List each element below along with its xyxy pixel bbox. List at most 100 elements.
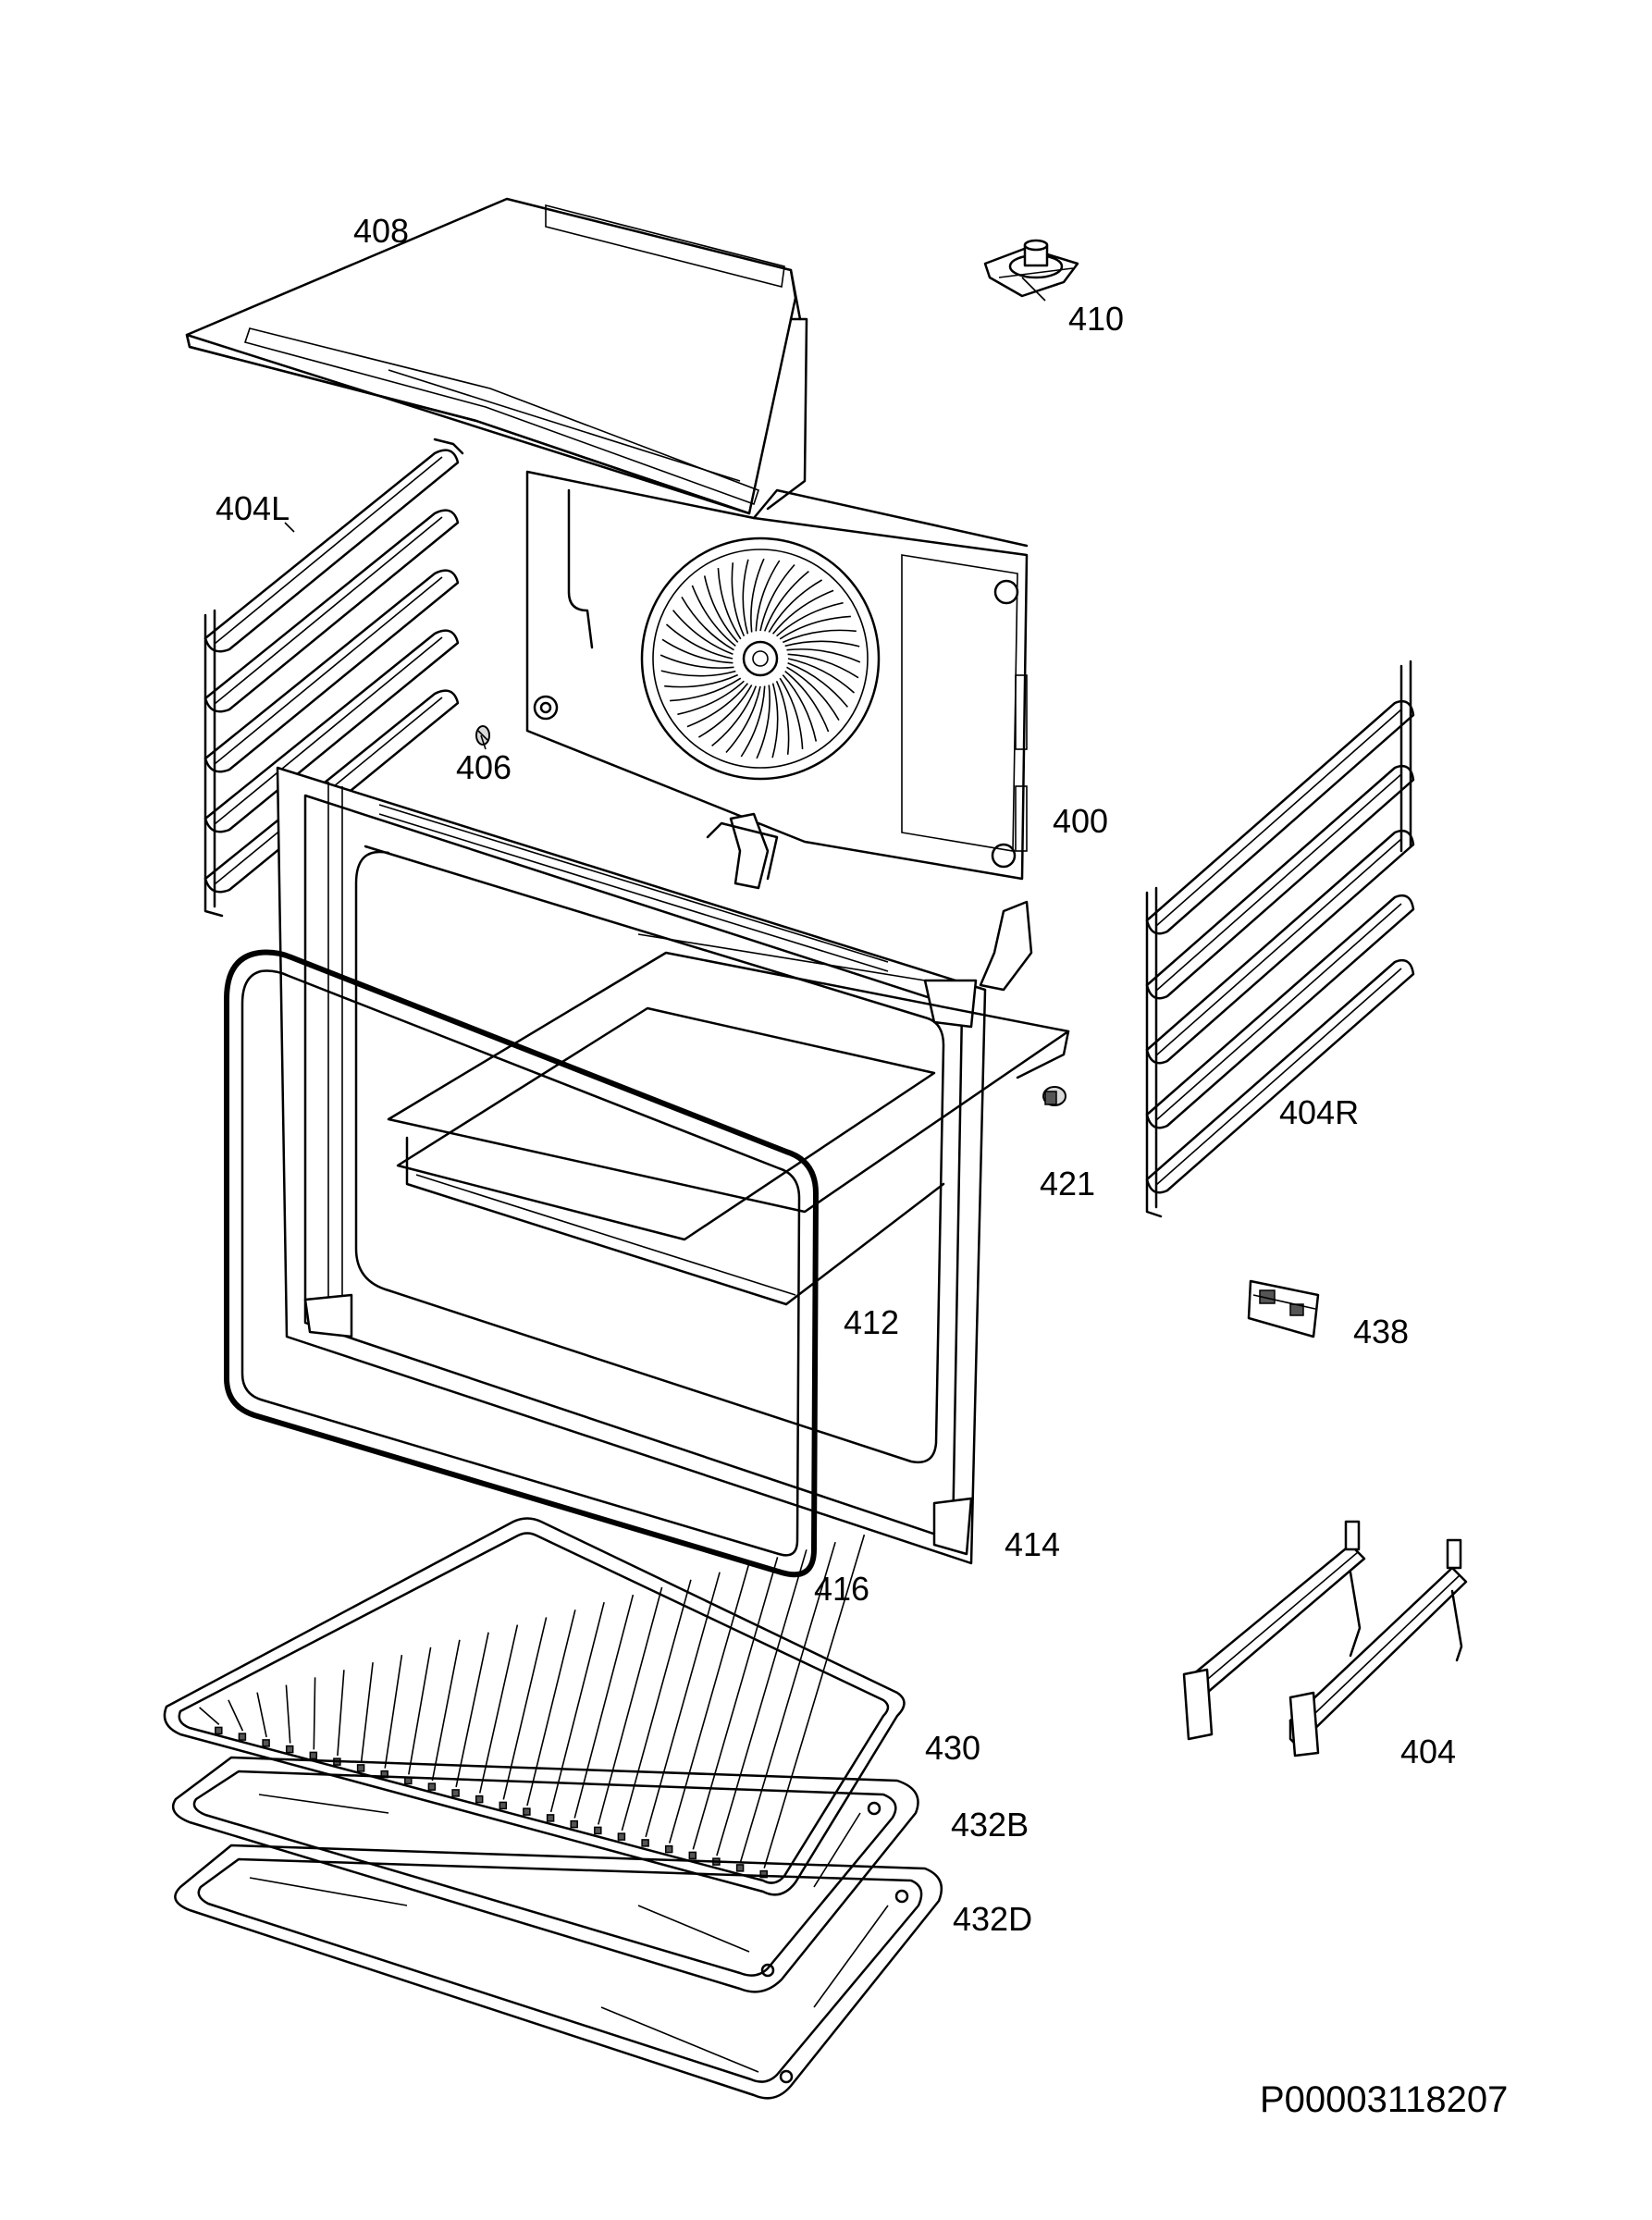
grid-bar-end <box>309 1751 318 1760</box>
label-410: 410 <box>1068 300 1125 338</box>
fan-slot <box>787 658 856 694</box>
document-code: P00003118207 <box>1260 2079 1509 2120</box>
label-432D: 432D <box>953 1900 1033 1938</box>
left-rail-rung-inner <box>214 456 443 645</box>
grid-bar <box>668 1564 750 1844</box>
grid-bar-end <box>475 1794 484 1804</box>
fan-slot <box>771 589 834 635</box>
fan-slot <box>661 638 734 664</box>
grid-bar <box>431 1639 461 1782</box>
grid-bar-end <box>546 1814 555 1822</box>
part-416-door-gasket[interactable] <box>224 949 819 1578</box>
fan-slot <box>711 685 758 747</box>
part-432D-deep-tray[interactable] <box>174 1844 943 2100</box>
fan-slot <box>776 601 844 637</box>
grid-bar <box>573 1594 635 1819</box>
fan-slot <box>787 661 849 708</box>
fan-slot <box>686 683 749 728</box>
grid-bar-end <box>759 1869 768 1879</box>
fan-slot <box>786 648 861 663</box>
right-rail-rung-inner <box>1155 709 1402 927</box>
grid-bar-end <box>617 1832 626 1841</box>
part-438-clip[interactable] <box>1247 1279 1320 1338</box>
fan-slot <box>731 562 746 637</box>
label-430: 430 <box>925 1729 981 1767</box>
grid-bar <box>360 1662 374 1762</box>
fan-slot <box>771 683 779 758</box>
grid-bar-end <box>451 1789 460 1797</box>
grid-bar <box>716 1549 808 1856</box>
fan-slot <box>664 673 739 688</box>
right-rail-rung <box>1145 958 1415 1194</box>
right-rail-rung-inner <box>1155 968 1402 1186</box>
right-rail-rung-inner <box>1155 773 1402 992</box>
grid-bar-end <box>262 1739 270 1747</box>
left-rail-rung <box>203 629 460 833</box>
fan-slot <box>691 585 736 648</box>
grid-bar <box>763 1534 866 1868</box>
right-rail-rung <box>1145 829 1415 1065</box>
label-404: 404 <box>1400 1733 1457 1770</box>
fan-slot <box>670 677 742 702</box>
right-rail-rung-inner <box>1155 903 1402 1121</box>
fan-slot <box>717 568 742 640</box>
grid-bar <box>621 1579 692 1832</box>
fan-slot <box>763 570 809 632</box>
fan-slot <box>755 560 781 632</box>
fan-slot <box>779 615 851 640</box>
label-408: 408 <box>353 212 410 250</box>
label-400: 400 <box>1053 802 1109 840</box>
part-412-oven-cavity[interactable] <box>387 812 1070 1306</box>
grid-bar <box>256 1692 267 1738</box>
grid-bar-end <box>215 1726 223 1735</box>
fan-slot <box>782 629 857 644</box>
grid-bar <box>526 1610 576 1807</box>
label-438: 438 <box>1353 1313 1410 1350</box>
grid-bar <box>598 1586 663 1825</box>
grid-bar <box>692 1557 779 1850</box>
part-404L-left-rail[interactable] <box>203 438 464 918</box>
grid-bar-end <box>641 1839 649 1847</box>
part-421-knob[interactable] <box>1042 1086 1066 1106</box>
grid-bar <box>285 1684 291 1744</box>
fan-slot <box>660 670 736 677</box>
grid-bar-end <box>523 1807 531 1816</box>
fan-slot <box>784 670 830 733</box>
part-408-top-cover[interactable] <box>185 197 808 515</box>
label-404L: 404L <box>216 489 290 527</box>
grid-bar <box>645 1572 721 1838</box>
part-414-front-frame[interactable] <box>276 766 987 1565</box>
grid-bar <box>549 1602 605 1813</box>
fan-slot <box>756 684 771 759</box>
grid-bar-end <box>664 1844 673 1854</box>
part-410-fan-motor[interactable] <box>983 239 1079 298</box>
grid-bar-end <box>285 1745 294 1754</box>
grid-bar <box>199 1707 220 1726</box>
grid-bar-end <box>570 1819 578 1829</box>
grid-bar-end <box>499 1801 508 1810</box>
fan-slot <box>784 640 860 648</box>
part-430-wire-shelf[interactable] <box>163 1517 906 1896</box>
part-432B-baking-tray[interactable] <box>171 1756 919 1993</box>
label-412: 412 <box>844 1303 900 1341</box>
grid-bar <box>478 1624 519 1794</box>
fan-slot <box>779 677 804 749</box>
part-404-telescopic-runners[interactable] <box>1182 1520 1468 1758</box>
fan-slot <box>697 684 753 738</box>
grid-bar <box>384 1654 403 1769</box>
fan-slot <box>775 680 790 755</box>
fan-slot <box>759 563 795 632</box>
label-406: 406 <box>456 748 512 786</box>
fan-slot <box>740 685 766 758</box>
part-400-back-panel[interactable] <box>525 470 1029 881</box>
fan-slot <box>782 674 818 742</box>
grid-bar-end <box>238 1733 247 1741</box>
grid-bar <box>408 1646 432 1775</box>
grid-bar-end <box>735 1864 745 1872</box>
label-432B: 432B <box>951 1806 1029 1844</box>
label-416: 416 <box>814 1570 870 1608</box>
part-404R-right-rail[interactable] <box>1145 660 1415 1218</box>
part-406-screw[interactable] <box>475 725 490 746</box>
left-rail-rung <box>203 449 460 653</box>
